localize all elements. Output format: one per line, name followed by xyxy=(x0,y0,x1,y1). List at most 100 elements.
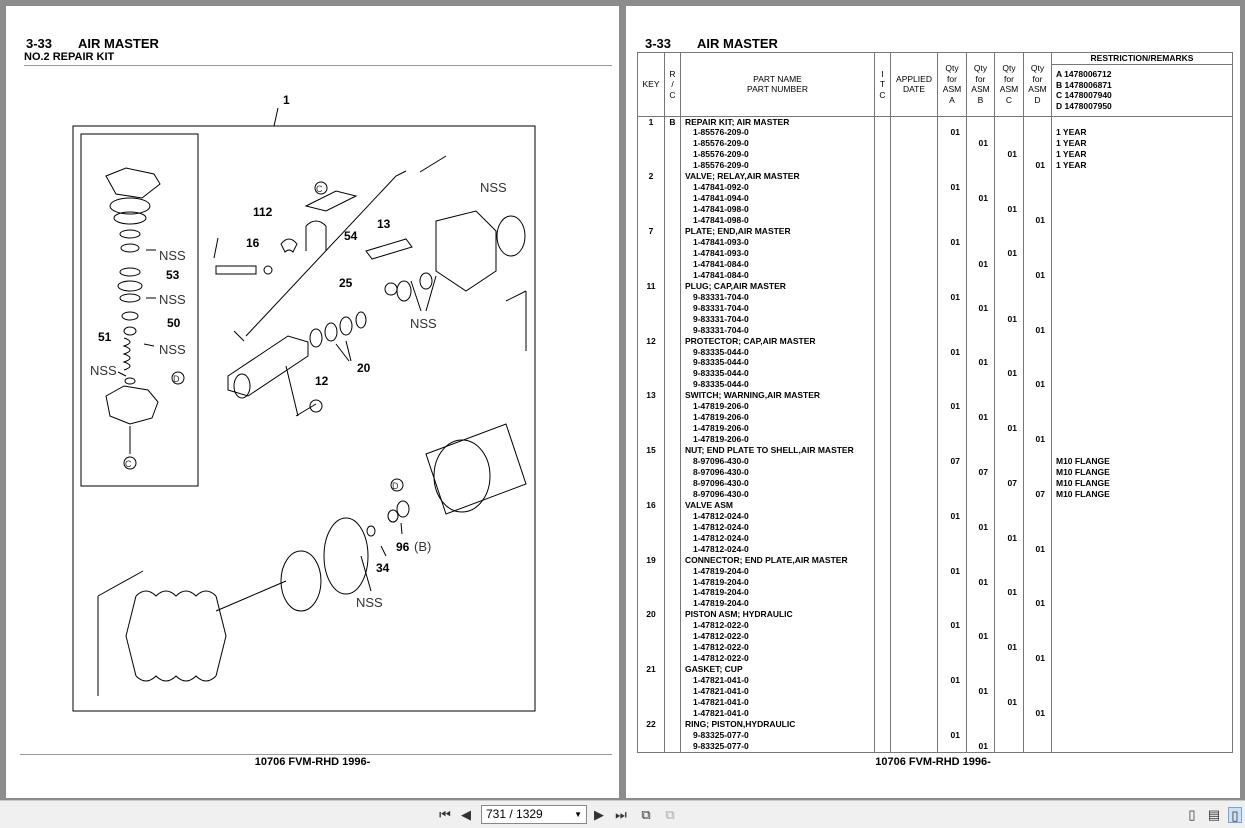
callout: 54 xyxy=(344,229,358,243)
qty-d-cell xyxy=(1023,456,1052,467)
remarks-cell xyxy=(1051,653,1233,665)
remarks-cell: M10 FLANGE xyxy=(1051,456,1233,467)
itc-cell xyxy=(874,324,891,336)
part-number-cell: 1-47821-041-0 xyxy=(680,697,875,708)
qty-d-cell xyxy=(1023,521,1052,533)
rc-cell xyxy=(664,335,681,347)
remarks-cell xyxy=(1051,554,1233,566)
qty-c-cell xyxy=(994,686,1024,698)
remarks-cell xyxy=(1051,226,1233,237)
qty-b-cell: 01 xyxy=(966,138,995,150)
key-cell xyxy=(637,401,665,413)
itc-cell xyxy=(874,193,891,205)
part-number-cell: 9-83335-044-0 xyxy=(680,368,875,380)
qty-c-cell xyxy=(994,565,1024,577)
part-number-cell: 1-47841-084-0 xyxy=(680,258,875,270)
rc-cell xyxy=(664,401,681,413)
key-cell xyxy=(637,215,665,227)
itc-cell xyxy=(874,379,891,391)
remarks-cell xyxy=(1051,280,1233,292)
key-cell: 19 xyxy=(637,554,665,566)
part-number-cell: 8-97096-430-0 xyxy=(680,477,875,489)
qty-b-cell xyxy=(966,434,995,446)
qty-a-cell xyxy=(937,160,967,172)
itc-cell xyxy=(874,346,891,358)
applied-date-cell xyxy=(890,116,938,128)
remarks-cell xyxy=(1051,258,1233,270)
qty-c-cell xyxy=(994,488,1024,500)
applied-date-cell xyxy=(890,653,938,665)
qty-c-cell xyxy=(994,401,1024,413)
section-number: 3-33 xyxy=(26,36,53,51)
remarks-cell xyxy=(1051,423,1233,435)
key-cell xyxy=(637,740,665,753)
section-number: 3-33 xyxy=(645,36,672,51)
part-number-cell: 9-83335-044-0 xyxy=(680,357,875,369)
col-applied-date: APPLIED DATE xyxy=(890,52,938,117)
applied-date-cell xyxy=(890,368,938,380)
last-page-icon[interactable]: ⏭ xyxy=(615,807,627,822)
page-indicator: 731 / 1329 xyxy=(486,807,543,821)
prev-page-icon[interactable]: ◀ xyxy=(461,807,471,822)
first-page-icon[interactable]: ⏮ xyxy=(439,807,451,822)
part-number-cell: 1-47819-206-0 xyxy=(680,401,875,413)
itc-cell xyxy=(874,609,891,621)
qty-d-cell xyxy=(1023,357,1052,369)
part-number-cell: 1-47819-204-0 xyxy=(680,587,875,599)
rc-cell xyxy=(664,565,681,577)
page-select[interactable]: 731 / 1329 ▼ xyxy=(481,805,587,824)
itc-cell xyxy=(874,467,891,478)
itc-cell xyxy=(874,499,891,511)
key-cell xyxy=(637,291,665,303)
qty-d-cell xyxy=(1023,390,1052,402)
fit-icon[interactable]: ⧉ xyxy=(665,807,675,822)
applied-date-cell xyxy=(890,456,938,467)
rotate-icon[interactable]: ⧉ xyxy=(641,807,651,822)
part-number-cell: 1-47841-094-0 xyxy=(680,193,875,205)
single-page-icon[interactable]: ▯ xyxy=(1188,807,1196,822)
qty-c-cell xyxy=(994,226,1024,237)
qty-b-cell xyxy=(966,532,995,544)
part-name-cell: PISTON ASM; HYDRAULIC xyxy=(680,609,875,621)
part-number-cell: 1-47821-041-0 xyxy=(680,686,875,698)
qty-d-cell xyxy=(1023,335,1052,347)
remarks-cell xyxy=(1051,324,1233,336)
qty-c-cell xyxy=(994,653,1024,665)
continuous-icon[interactable]: ▤ xyxy=(1207,807,1221,822)
itc-cell xyxy=(874,116,891,128)
col-qty-c: Qty for ASM C xyxy=(994,52,1024,117)
remarks-cell xyxy=(1051,215,1233,227)
col-qty-b: Qty for ASM B xyxy=(966,52,995,117)
qty-c-cell xyxy=(994,467,1024,478)
qty-a-cell xyxy=(937,149,967,161)
callout: 12 xyxy=(315,374,329,388)
nss-label: NSS xyxy=(159,248,186,263)
remarks-cell: 1 YEAR xyxy=(1051,127,1233,139)
applied-date-cell xyxy=(890,247,938,259)
part-number-cell: 1-47841-098-0 xyxy=(680,204,875,216)
qty-b-cell: 01 xyxy=(966,686,995,698)
qty-a-cell xyxy=(937,467,967,478)
qty-c-cell xyxy=(994,543,1024,555)
applied-date-cell xyxy=(890,740,938,753)
itc-cell xyxy=(874,390,891,402)
nss-label: NSS xyxy=(480,180,507,195)
remarks-cell xyxy=(1051,204,1233,216)
key-cell xyxy=(637,149,665,161)
applied-date-cell xyxy=(890,554,938,566)
qty-c-cell xyxy=(994,182,1024,194)
rc-cell xyxy=(664,532,681,544)
qty-a-cell: 01 xyxy=(937,675,967,687)
part-number-cell: 1-47841-093-0 xyxy=(680,247,875,259)
facing-pages-icon[interactable]: ▯ xyxy=(1228,807,1242,823)
qty-c-cell xyxy=(994,324,1024,336)
part-number-cell: 9-83325-077-0 xyxy=(680,729,875,741)
next-page-icon[interactable]: ▶ xyxy=(594,807,604,822)
remarks-cell: M10 FLANGE xyxy=(1051,477,1233,489)
qty-a-cell: 01 xyxy=(937,510,967,522)
qty-c-cell xyxy=(994,127,1024,139)
